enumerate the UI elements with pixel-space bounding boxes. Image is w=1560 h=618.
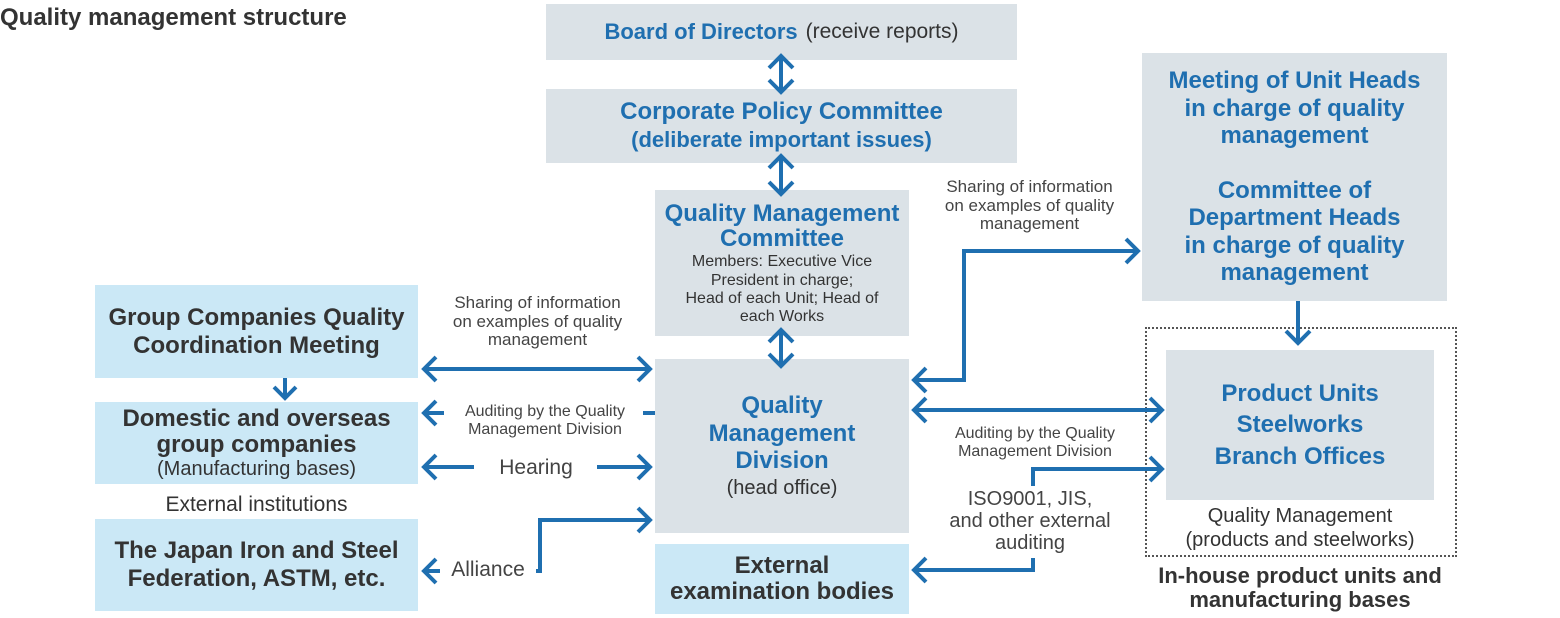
inhouse-caption: In-house product units and manufacturing… xyxy=(1130,563,1470,613)
jisf-box: The Japan Iron and Steel Federation, AST… xyxy=(95,519,418,611)
qmc-member-line: Head of each Unit; Head of xyxy=(685,289,879,307)
arrow-board-cpc xyxy=(767,53,795,95)
external-bodies-line: External xyxy=(734,551,830,579)
label-line: on examples of quality xyxy=(452,311,623,331)
product-units-box: Product Units Steelworks Branch Offices xyxy=(1166,350,1434,500)
arrow-qmc-qmd xyxy=(767,327,795,369)
arrow-alliance xyxy=(421,506,653,585)
meeting-line: in charge of quality xyxy=(1184,94,1405,122)
qmd-title-line: Management xyxy=(708,419,856,447)
external-examination-bodies-box: External examination bodies xyxy=(655,544,909,614)
qmc-member-line: each Works xyxy=(739,308,825,326)
cpc-title: Corporate Policy Committee xyxy=(620,98,943,126)
caption-line: Quality Management xyxy=(1207,505,1393,527)
board-subtitle: (receive reports) xyxy=(805,20,959,43)
alliance-label: Alliance xyxy=(451,558,525,581)
meeting-line: Meeting of Unit Heads xyxy=(1168,66,1421,94)
label-line: and other external xyxy=(949,510,1111,532)
inhouse-caption-line: In-house product units and xyxy=(1158,563,1442,588)
label-line: Auditing by the Quality xyxy=(954,425,1116,442)
inhouse-caption-line: manufacturing bases xyxy=(1189,587,1411,613)
label-line: Management Division xyxy=(468,420,622,438)
label-line: management xyxy=(487,330,588,350)
arrow-qmd-product-units xyxy=(911,396,1165,424)
arrow-iso-to-external-bodies xyxy=(911,556,1035,584)
committee-line: Committee of xyxy=(1217,176,1372,204)
product-units-caption: Quality Management (products and steelwo… xyxy=(1150,505,1450,551)
label-line: Management Division xyxy=(958,442,1112,460)
arrow-auditing-right xyxy=(1031,455,1165,486)
arrow-sharing-left xyxy=(421,355,653,383)
domestic-title-line: Domestic and overseas xyxy=(122,405,391,433)
meeting-line: management xyxy=(1220,122,1369,150)
arrow-unit-heads-to-product-units xyxy=(1284,301,1312,346)
group-companies-meeting-box: Group Companies Quality Coordination Mee… xyxy=(95,285,418,378)
arrow-sharing-right xyxy=(911,237,1141,394)
product-units-line: Steelworks xyxy=(1236,411,1364,439)
product-units-line: Branch Offices xyxy=(1214,442,1386,470)
arrow-hearing xyxy=(421,453,653,481)
corporate-policy-committee-box: Corporate Policy Committee (deliberate i… xyxy=(546,89,1017,163)
committee-line: management xyxy=(1220,259,1369,287)
sharing-label-left: Sharing of information on examples of qu… xyxy=(430,293,645,350)
qmc-member-line: Members: Executive Vice xyxy=(691,253,873,271)
board-title: Board of Directors xyxy=(604,19,798,44)
caption-line: (products and steelworks) xyxy=(1185,529,1415,551)
domestic-overseas-box: Domestic and overseas group companies (M… xyxy=(95,402,418,484)
quality-management-committee-box: Quality Management Committee Members: Ex… xyxy=(655,190,909,336)
product-units-line: Product Units xyxy=(1221,380,1379,408)
iso-auditing-label: ISO9001, JIS, and other external auditin… xyxy=(920,488,1140,554)
auditing-label-left: Auditing by the Quality Management Divis… xyxy=(445,403,645,438)
jisf-line: Federation, ASTM, etc. xyxy=(127,565,386,592)
committee-line: in charge of quality xyxy=(1184,231,1405,259)
jisf-line: The Japan Iron and Steel xyxy=(114,537,399,565)
arrow-auditing-left xyxy=(421,399,655,427)
qmd-subtitle: (head office) xyxy=(726,476,838,499)
label-line: management xyxy=(979,214,1080,234)
group-meeting-line: Group Companies Quality xyxy=(108,303,405,331)
qmd-title-line: Quality xyxy=(741,392,823,420)
qmc-members: Members: Executive Vice President in cha… xyxy=(685,253,878,327)
label-line: ISO9001, JIS, xyxy=(967,488,1093,510)
quality-management-division-box: Quality Management Division (head office… xyxy=(655,359,909,533)
meeting-unit-heads: Meeting of Unit Heads in charge of quali… xyxy=(1168,67,1420,150)
committee-department-heads: Committee of Department Heads in charge … xyxy=(1184,177,1404,287)
qmd-title-line: Division xyxy=(735,447,829,475)
cpc-subtitle: (deliberate important issues) xyxy=(631,127,932,153)
label-line: on examples of quality xyxy=(944,195,1115,215)
label-line: Sharing of information xyxy=(454,293,621,312)
auditing-label-right: Auditing by the Quality Management Divis… xyxy=(935,425,1135,460)
domestic-title-line: group companies xyxy=(156,430,357,458)
page-title: Quality management structure xyxy=(0,4,347,31)
unit-heads-box: Meeting of Unit Heads in charge of quali… xyxy=(1142,53,1447,301)
label-line: auditing xyxy=(994,532,1066,554)
qmc-title-line2: Committee xyxy=(719,225,845,252)
qmc-member-line: President in charge; xyxy=(710,271,854,289)
domestic-subtitle: (Manufacturing bases) xyxy=(157,457,356,480)
sharing-label-right: Sharing of information on examples of qu… xyxy=(922,177,1137,234)
external-institutions-label: External institutions xyxy=(165,493,348,516)
committee-line: Department Heads xyxy=(1188,204,1401,232)
hearing-label: Hearing xyxy=(499,456,573,479)
label-line: Auditing by the Quality xyxy=(464,403,626,420)
qmc-title-line1: Quality Management xyxy=(664,200,900,227)
label-line: Sharing of information xyxy=(946,177,1113,196)
external-bodies-line: examination bodies xyxy=(669,578,895,605)
group-meeting-line: Coordination Meeting xyxy=(133,331,380,359)
arrow-cpc-qmc xyxy=(767,153,795,197)
inhouse-frame xyxy=(1145,327,1457,557)
arrow-group-to-domestic xyxy=(272,378,298,401)
board-of-directors-box: Board of Directors (receive reports) xyxy=(546,4,1017,60)
